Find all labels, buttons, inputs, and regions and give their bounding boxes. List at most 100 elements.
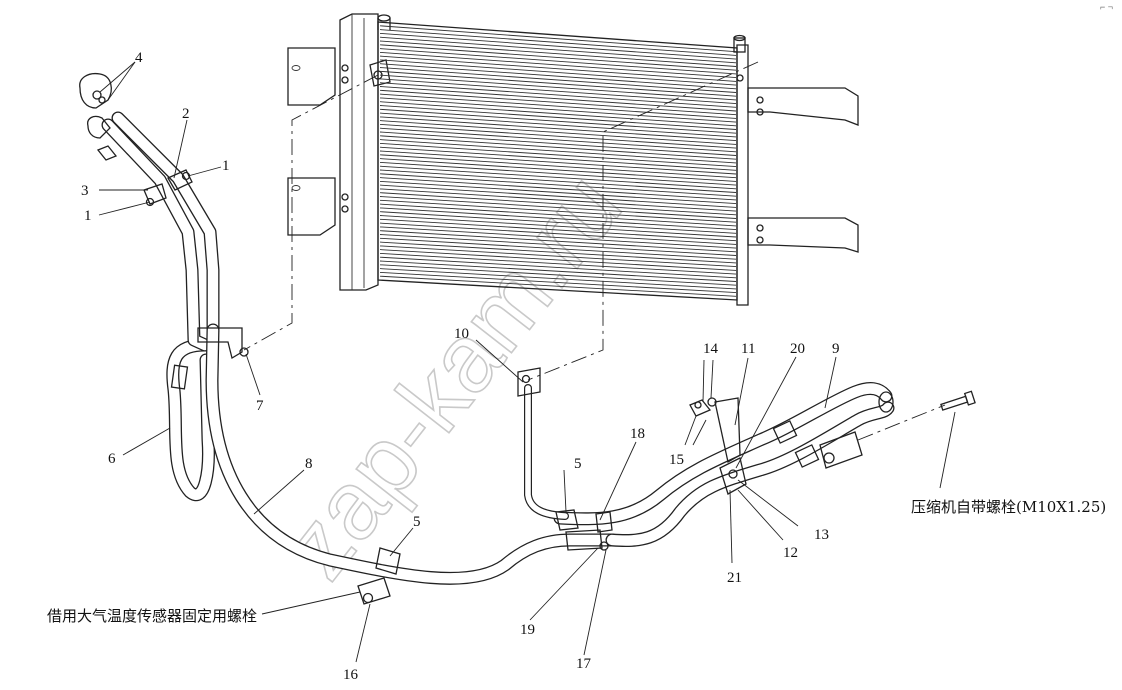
- fitting-4: [79, 72, 112, 109]
- condenser-fin: [379, 268, 737, 290]
- condenser-fin: [379, 184, 737, 208]
- condenser-fin: [379, 139, 737, 164]
- condenser-fin: [379, 275, 737, 297]
- condenser-fin: [379, 146, 737, 171]
- callout-21: 21: [727, 570, 742, 586]
- condenser-fin: [379, 158, 737, 182]
- condenser-fin: [379, 177, 737, 201]
- condenser-fin: [379, 89, 737, 116]
- condenser-fin: [379, 256, 737, 279]
- condenser-fin: [379, 237, 737, 260]
- callout-5-lower: 5: [413, 514, 421, 530]
- clamp-7: [197, 327, 243, 360]
- callout-5-upper: 5: [574, 456, 582, 472]
- condenser-right-bracket-lower: [747, 217, 859, 253]
- condenser-fin: [379, 222, 737, 245]
- condenser-fin: [379, 82, 737, 108]
- condenser-fin: [379, 245, 737, 268]
- condenser-fin: [379, 211, 737, 234]
- condenser-fin: [379, 120, 737, 145]
- note-compressor-bolt: 压缩机自带螺栓(M10X1.25): [911, 498, 1106, 516]
- callout-17: 17: [576, 656, 592, 672]
- condenser-fin: [379, 154, 737, 179]
- callout-2: 2: [182, 106, 190, 122]
- condenser-right-tank: [736, 44, 749, 306]
- clamp-2: [167, 169, 193, 191]
- condenser-fin: [379, 215, 737, 238]
- condenser: [287, 13, 859, 306]
- condenser-fin: [379, 25, 737, 53]
- pipes: [101, 111, 895, 585]
- callout-8: 8: [305, 456, 313, 472]
- condenser-fin: [379, 44, 737, 71]
- bracket-10: [517, 367, 541, 397]
- callout-11: 11: [741, 341, 755, 357]
- leader-lines: [98, 61, 956, 663]
- condenser-fin: [379, 78, 737, 105]
- condenser-fin: [379, 93, 737, 119]
- condenser-left-bracket-upper: [287, 47, 336, 106]
- condenser-fin: [379, 55, 737, 82]
- condenser-fin: [379, 165, 737, 190]
- condenser-fin: [379, 105, 737, 130]
- condenser-fins: [379, 25, 737, 297]
- callout-6: 6: [108, 451, 116, 467]
- condenser-fin: [379, 271, 737, 294]
- condenser-fin: [379, 252, 737, 275]
- condenser-fin: [379, 150, 737, 175]
- callout-16: 16: [343, 667, 359, 683]
- condenser-fin: [379, 112, 737, 138]
- pipe-11-bracket: [714, 397, 741, 464]
- corner-mark: ⌐ ¬: [1100, 2, 1113, 12]
- callout-3: 3: [81, 183, 89, 199]
- condenser-fin: [379, 188, 737, 212]
- bolt-16: [357, 577, 391, 605]
- condenser-left-tank: [339, 13, 379, 291]
- condenser-fin: [379, 234, 737, 256]
- condenser-fin: [379, 32, 737, 60]
- condenser-fin: [379, 260, 737, 282]
- callouts: 4 2 1 3 1 6 7 8 10 5 5 18 19 17 16 14 15…: [81, 50, 840, 683]
- condenser-fin: [379, 192, 737, 216]
- condenser-fin: [379, 29, 737, 56]
- condenser-fin: [379, 180, 737, 205]
- callout-14: 14: [703, 341, 719, 357]
- condenser-fin: [379, 230, 737, 253]
- condenser-fin: [379, 207, 737, 231]
- callout-13: 13: [814, 527, 829, 543]
- condenser-fin: [379, 70, 737, 97]
- clamp-12-13: [719, 457, 747, 495]
- note-sensor-bolt: 借用大气温度传感器固定用螺栓: [47, 607, 257, 625]
- fasteners: [79, 72, 976, 605]
- callout-20: 20: [790, 341, 805, 357]
- condenser-fin: [379, 123, 737, 149]
- condenser-fin: [379, 86, 737, 112]
- condenser-fin: [379, 97, 737, 123]
- pipe-10-line: [524, 384, 569, 520]
- condenser-fin: [379, 127, 737, 153]
- condenser-fin: [379, 142, 737, 168]
- callout-9: 9: [832, 341, 840, 357]
- condenser-fin: [379, 135, 737, 160]
- callout-1-upper: 1: [222, 158, 230, 174]
- condenser-fin: [379, 226, 737, 249]
- condenser-fin: [379, 51, 737, 79]
- condenser-fin: [379, 203, 737, 227]
- callout-15: 15: [669, 452, 684, 468]
- callout-7: 7: [256, 398, 264, 414]
- center-lines: [243, 61, 946, 441]
- condenser-fin: [379, 161, 737, 186]
- compressor-bolt: [940, 390, 976, 411]
- condenser-fin: [379, 40, 737, 67]
- condenser-fin: [379, 63, 737, 90]
- condenser-fin: [379, 108, 737, 134]
- condenser-fin: [379, 48, 737, 75]
- callout-1-lower: 1: [84, 208, 92, 224]
- condenser-fin: [379, 116, 737, 142]
- condenser-fin: [379, 131, 737, 156]
- condenser-fin: [379, 67, 737, 93]
- sleeve-19: [565, 529, 603, 551]
- condenser-fin: [379, 169, 737, 193]
- condenser-fin: [379, 218, 737, 242]
